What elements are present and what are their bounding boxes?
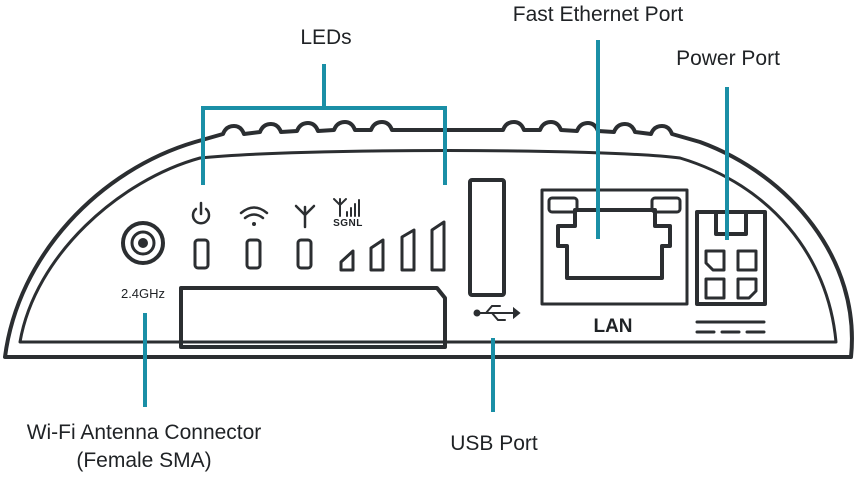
wifi-antenna-label-line1: Wi-Fi Antenna Connector — [26, 421, 262, 444]
signal-label: SGNL — [333, 218, 363, 229]
power-icon — [191, 201, 211, 225]
usb-port-label: USB Port — [450, 432, 538, 455]
lan-label: LAN — [593, 316, 633, 337]
led-power — [193, 238, 210, 270]
sma-connector-inner — [130, 230, 156, 256]
usb-icon — [473, 305, 521, 321]
leds-bracket — [201, 106, 447, 185]
led-signal-4 — [430, 220, 446, 272]
power-pin-4 — [736, 277, 758, 300]
leds-label: LEDs — [300, 26, 352, 49]
housing-inner — [18, 149, 838, 344]
power-port-latch — [714, 210, 748, 236]
lan-led-right — [650, 196, 682, 214]
power-port-label: Power Port — [676, 47, 780, 70]
led-wifi — [245, 238, 262, 270]
led-signal-2 — [369, 238, 385, 272]
label-window — [179, 286, 447, 349]
power-port-body — [695, 210, 767, 306]
led-antenna — [296, 238, 313, 270]
sma-connector-pin — [138, 238, 148, 248]
led-signal-1 — [339, 249, 355, 272]
antenna-icon — [294, 204, 316, 229]
wifi-antenna-label-line2: (Female SMA) — [76, 449, 212, 472]
sma-connector-outer — [121, 221, 165, 265]
led-signal-3 — [400, 228, 416, 272]
dc-power-icon — [695, 320, 766, 334]
power-pin-1 — [704, 249, 726, 272]
lan-port-frame — [540, 188, 689, 306]
rj45-socket — [556, 208, 672, 280]
power-pin-2 — [736, 249, 758, 272]
fast-ethernet-port-label: Fast Ethernet Port — [512, 3, 684, 26]
wifi-icon — [239, 206, 269, 226]
frequency-label: 2.4GHz — [120, 286, 166, 301]
housing-outer — [3, 120, 854, 359]
usb-port — [468, 178, 506, 297]
power-pin-3 — [704, 277, 726, 300]
signal-icon — [333, 198, 360, 217]
lan-led-left — [547, 196, 579, 214]
